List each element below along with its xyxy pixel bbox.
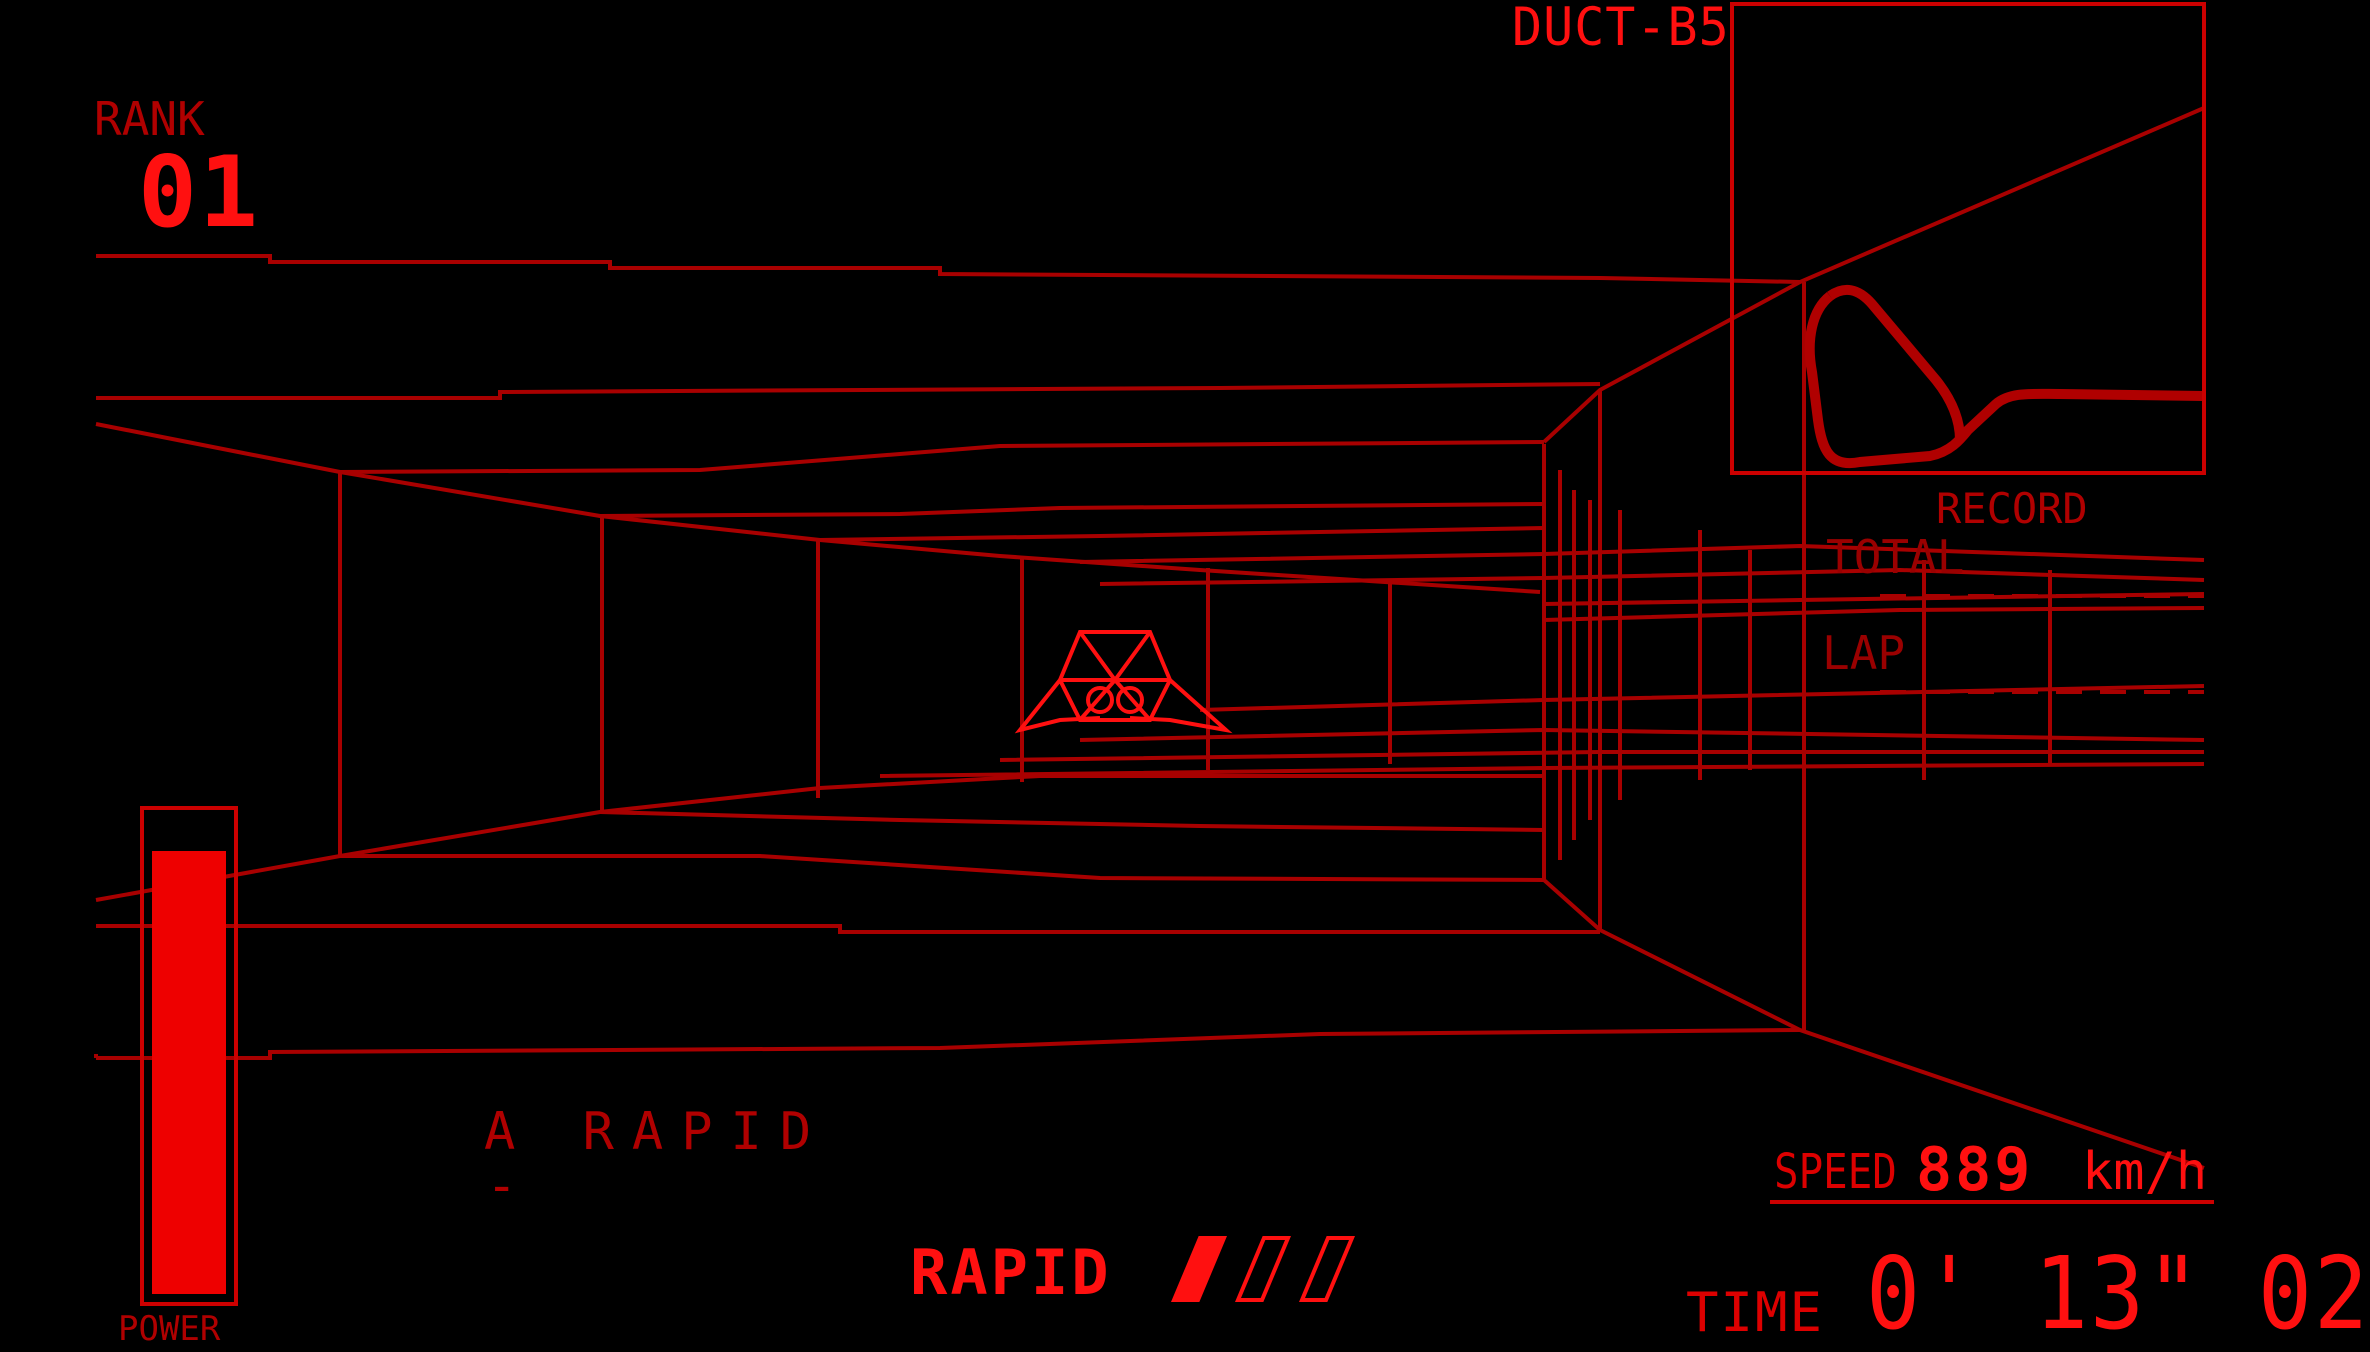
tunnel-wireframe-scene [94,106,2205,1170]
total-time-label: TOTAL [1826,530,1965,584]
floor-line [599,810,1545,832]
floor-line [95,774,1544,902]
lap-time-label: LAP [1822,626,1906,680]
ceiling-edge [96,254,1801,284]
speed-label: SPEED [1774,1144,1897,1200]
corridor-line [1079,543,2205,564]
rapid-label: RAPID [910,1236,1112,1309]
record-label: RECORD [1936,484,2088,533]
minimap-frame [1730,2,2206,475]
rapid-charge-slot-icon [1170,1236,1228,1302]
player-ship [1014,630,1233,734]
floor-line [96,1028,1801,1060]
speed-value: 889 [1916,1135,2034,1205]
time-label: TIME [1686,1281,1825,1344]
floor-line [340,854,1545,882]
rank-value: 01 [138,136,261,250]
speed-unit: km/h [2082,1142,2208,1202]
weapon-cursor: - [486,1156,518,1216]
power-label: POWER [118,1309,221,1349]
power-gauge-fill [152,851,226,1294]
ceiling-line [96,382,1601,400]
game-screen: DUCT-B5 RANK 01 RECORD TOTAL LAP A RAPID… [94,0,2369,1349]
rapid-charge-slots [1170,1236,1356,1302]
rank-label: RANK [94,92,205,146]
track-name: DUCT-B5 [1512,0,1730,58]
speed-underline [1770,1200,2214,1204]
corridor-line [1543,606,2205,622]
portal-frame [1542,106,2205,444]
rapid-charge-slot-icon [1298,1236,1356,1302]
portal-frame [1542,878,2205,1170]
floor-line [96,924,1600,934]
power-gauge [140,806,238,1306]
weapon-name: A RAPID [484,1102,830,1162]
corridor-line [1099,567,2205,586]
corridor-line [1079,727,2205,742]
time-value: 0' 13" 02 [1866,1235,2370,1352]
rapid-charge-slot-icon [1234,1236,1292,1302]
ceiling-line [819,526,1545,542]
ceiling-line [339,440,1545,474]
ceiling-line [599,502,1545,518]
track-minimap-icon [1804,284,2205,469]
tunnel-walls [94,106,2205,1170]
